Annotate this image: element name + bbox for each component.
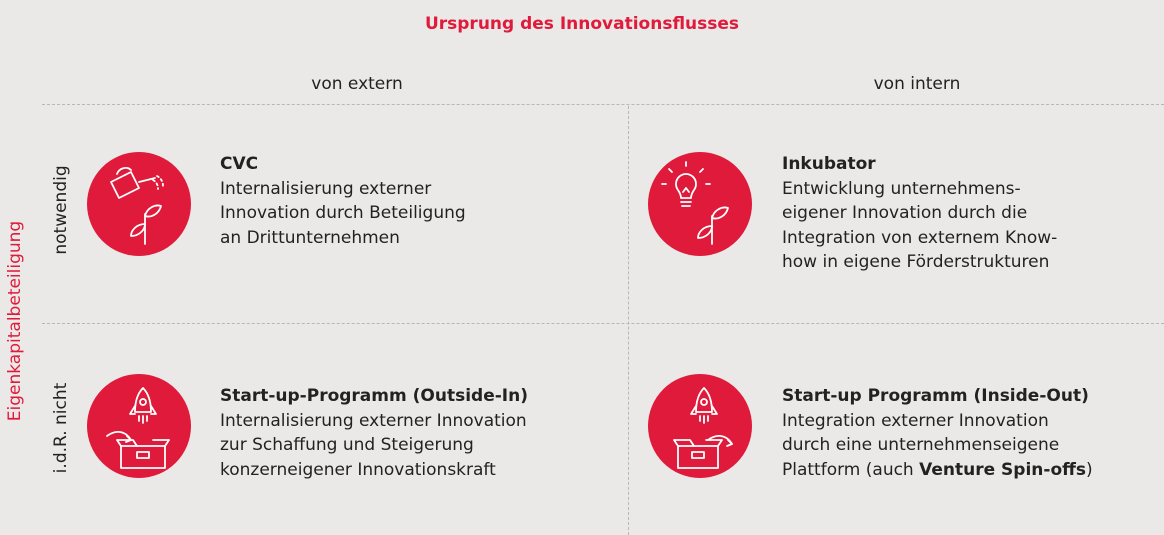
cell-inside-out-line: Integration externer Innovation <box>782 410 1049 431</box>
column-header-extern: von extern <box>311 74 403 94</box>
cell-outside-in-line: Internalisierung externer Innovation <box>220 410 527 431</box>
cell-inkubator-line: how in eigene Förderstrukturen <box>782 252 1050 272</box>
lightbulb-plant-icon <box>648 152 752 256</box>
column-header-intern: von intern <box>873 74 961 94</box>
cell-inkubator-line: Entwicklung unternehmens- <box>782 178 1021 199</box>
cell-cvc-line: Internalisierung externer <box>220 178 432 199</box>
cell-cvc-line: Innovation durch Beteiligung <box>220 203 466 223</box>
venture-spin-offs-highlight: Venture Spin-offs <box>919 459 1087 480</box>
divider-vertical <box>628 106 629 535</box>
divider-top <box>42 104 1164 105</box>
cell-outside-in-line: zur Schaffung und Steigerung <box>220 435 474 455</box>
cell-inside-out: Start-up Programm (Inside-Out) Integrati… <box>782 384 1162 482</box>
cell-inkubator: Inkubator Entwicklung unternehmens- eige… <box>782 152 1162 275</box>
cell-cvc-title: CVC <box>220 154 259 174</box>
cell-outside-in: Start-up-Programm (Outside-In) Internali… <box>220 384 620 482</box>
cell-inkubator-line: Integration von externem Know- <box>782 227 1058 248</box>
cell-inkubator-line: eigener Innovation durch die <box>782 203 1028 223</box>
row-label-nicht: i.d.R. nicht <box>51 382 71 474</box>
rocket-into-box-icon <box>87 374 191 478</box>
diagram-title: Ursprung des Innovationsflusses <box>424 14 740 34</box>
cell-inside-out-last-line: Plattform (auch Venture Spin-offs) <box>782 459 1093 480</box>
watering-can-plant-icon <box>87 152 191 256</box>
cell-cvc-line: an Drittunternehmen <box>220 227 400 248</box>
cell-inkubator-title: Inkubator <box>782 154 876 174</box>
rocket-out-of-box-icon <box>648 374 752 478</box>
cell-inside-out-title: Start-up Programm (Inside-Out) <box>782 386 1089 406</box>
cell-outside-in-line: konzerneigener Innovationskraft <box>220 459 496 480</box>
divider-middle <box>42 323 1164 324</box>
cell-outside-in-title: Start-up-Programm (Outside-In) <box>220 386 528 406</box>
axis-label-eigenkapital: Eigenkapitalbeteiligung <box>5 220 25 421</box>
row-label-notwendig: notwendig <box>51 165 71 255</box>
cell-cvc: CVC Internalisierung externer Innovation… <box>220 152 620 250</box>
cell-inside-out-line: durch eine unternehmenseigene <box>782 435 1060 455</box>
